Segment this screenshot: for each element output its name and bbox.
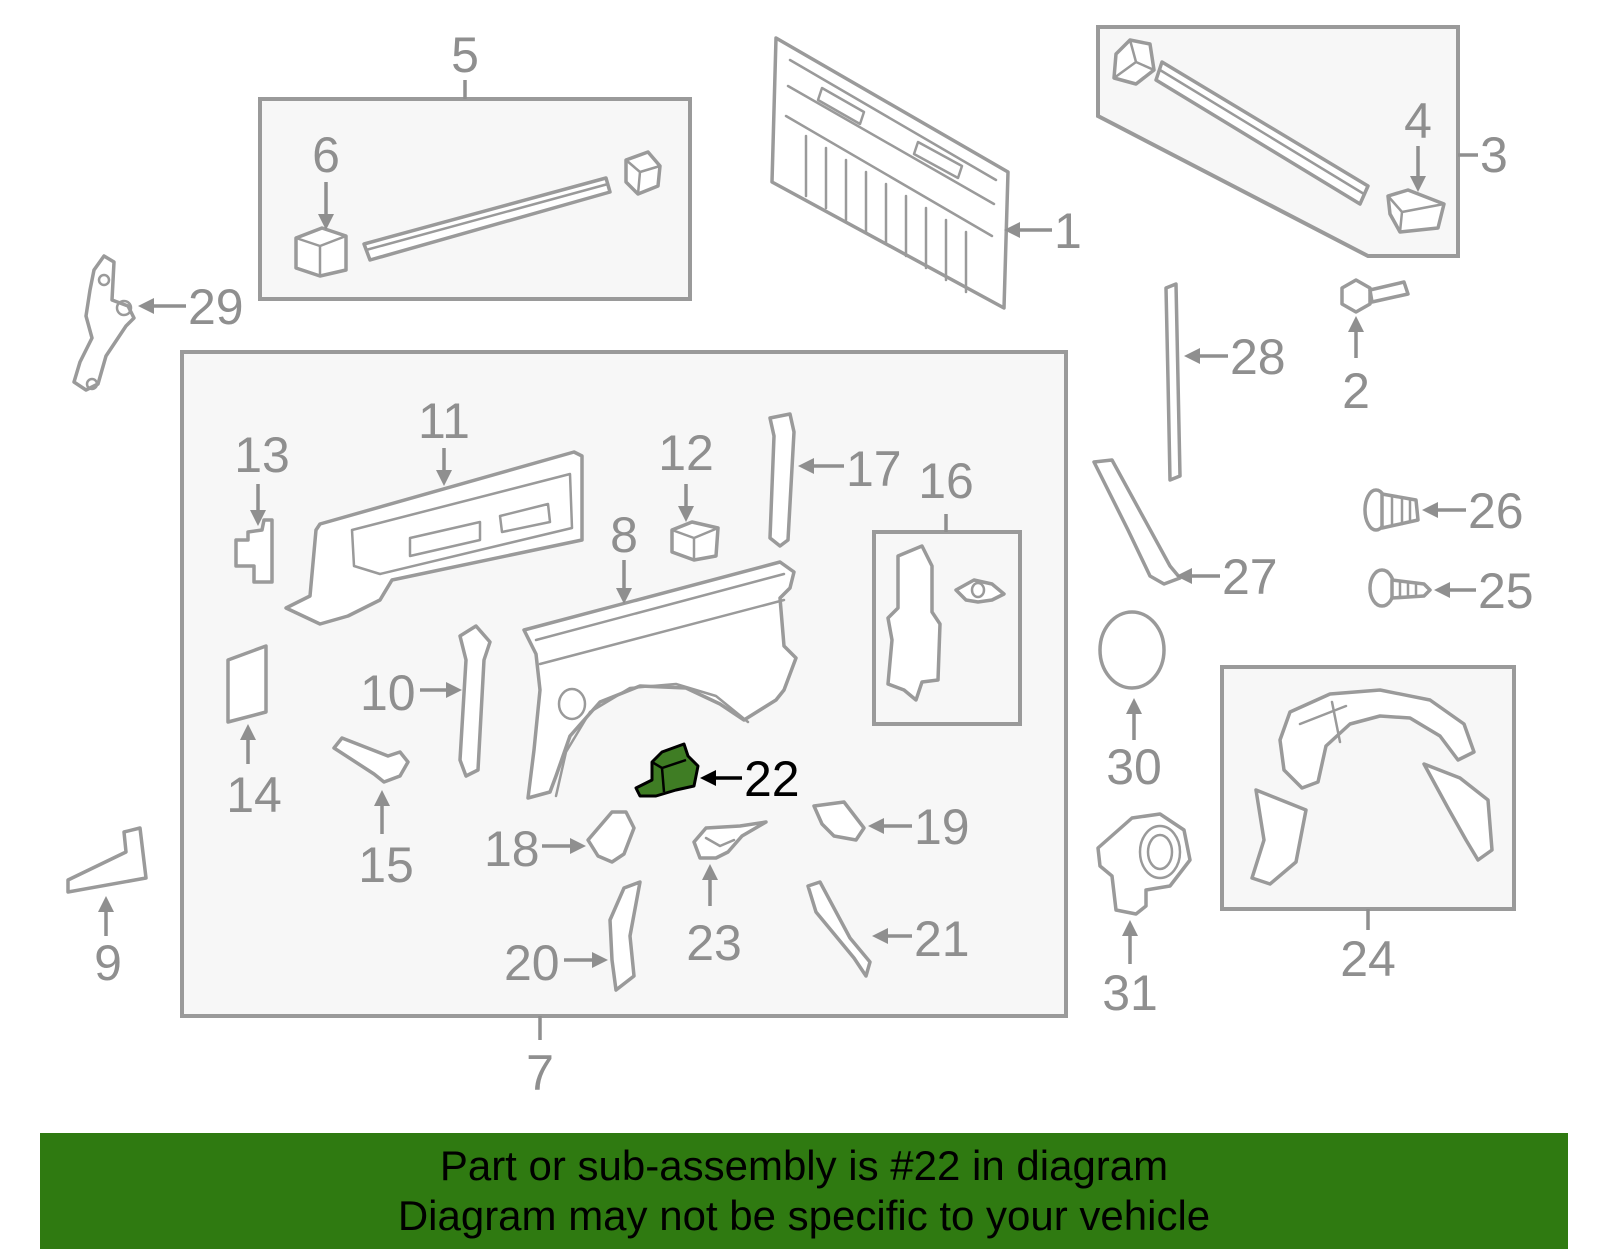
part-26-clip: 26 — [1363, 483, 1524, 539]
part-22-highlighted — [634, 742, 700, 798]
part-21-strip — [806, 880, 872, 978]
callout-5: 5 — [451, 27, 479, 83]
part-31-housing: 31 — [1096, 812, 1192, 1021]
callout-13: 13 — [234, 427, 290, 483]
callout-20: 20 — [504, 935, 560, 991]
part-13-bracket — [234, 518, 274, 584]
part-5-endcap — [624, 150, 662, 196]
part-17-pillar — [768, 412, 796, 548]
callout-8: 8 — [610, 507, 638, 563]
callout-3: 3 — [1480, 127, 1508, 183]
callout-1: 1 — [1054, 203, 1082, 259]
part-20-strip — [608, 880, 642, 992]
part-25-screw: 25 — [1368, 563, 1534, 619]
part-15-bracket — [332, 736, 410, 784]
callout-9: 9 — [94, 935, 122, 991]
callout-10: 10 — [360, 665, 416, 721]
callout-4: 4 — [1404, 93, 1432, 149]
callout-31: 31 — [1102, 965, 1158, 1021]
part-11-inner-panel — [284, 450, 584, 626]
banner-line-2: Diagram may not be specific to your vehi… — [397, 1192, 1211, 1239]
callout-19: 19 — [914, 799, 970, 855]
callout-26: 26 — [1468, 483, 1524, 539]
group-box-7: 7 11 13 12 17 8 14 — [180, 350, 1068, 1101]
callout-22: 22 — [744, 751, 800, 807]
part-30-disc: 30 — [1098, 610, 1166, 795]
callout-24: 24 — [1340, 931, 1396, 987]
part-19-bracket — [812, 800, 866, 842]
part-24-liner — [1278, 688, 1476, 790]
part-10-pillar — [458, 624, 492, 778]
part-8-outer-panel — [522, 560, 798, 800]
part-5-rail — [362, 176, 612, 262]
part-14-plate — [226, 644, 268, 724]
part-24-liner-front — [1250, 788, 1308, 886]
part-23-bracket — [692, 820, 768, 860]
callout-28: 28 — [1230, 329, 1286, 385]
part-2-bolt: 2 — [1340, 278, 1410, 419]
info-banner: Part or sub-assembly is #22 in diagram D… — [40, 1133, 1568, 1249]
part-9-bracket: 9 — [66, 826, 148, 991]
part-28-rod: 28 — [1164, 282, 1286, 482]
callout-18: 18 — [484, 821, 540, 877]
callout-12: 12 — [658, 425, 714, 481]
callout-23: 23 — [686, 915, 742, 971]
callout-29: 29 — [188, 279, 244, 335]
part-1-tailgate: 1 — [770, 36, 1082, 310]
callout-17: 17 — [846, 441, 902, 497]
part-27-strap: 27 — [1092, 458, 1278, 605]
callout-6: 6 — [312, 127, 340, 183]
part-18-bracket — [586, 810, 636, 864]
group-box-3: 3 4 — [1096, 25, 1508, 258]
callout-21: 21 — [914, 911, 970, 967]
part-29-hinge: 29 — [72, 254, 244, 392]
group-box-24: 24 — [1220, 665, 1516, 987]
callout-11: 11 — [418, 393, 470, 449]
callout-2: 2 — [1342, 363, 1370, 419]
part-24-liner-rear — [1422, 762, 1494, 862]
callout-16: 16 — [918, 453, 974, 509]
callout-30: 30 — [1106, 739, 1162, 795]
callout-27: 27 — [1222, 549, 1278, 605]
callout-7: 7 — [526, 1045, 554, 1101]
group-box-5: 5 6 — [258, 27, 692, 301]
part-16-clip — [954, 578, 1006, 604]
callout-15: 15 — [358, 837, 414, 893]
banner-line-1: Part or sub-assembly is #22 in diagram — [439, 1142, 1169, 1189]
callout-14: 14 — [226, 767, 282, 823]
callout-25: 25 — [1478, 563, 1534, 619]
part-16-bracket — [886, 544, 942, 702]
